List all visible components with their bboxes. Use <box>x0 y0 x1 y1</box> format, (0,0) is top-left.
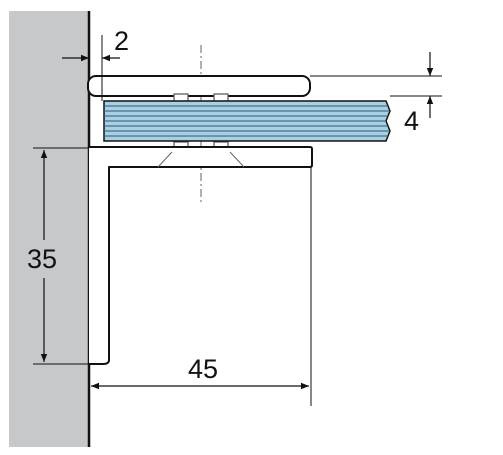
top-clamp-plate <box>87 75 311 97</box>
screw-countersink <box>157 151 245 168</box>
dimension-label-height: 35 <box>27 244 57 274</box>
dimension-thickness: 4 <box>310 52 442 136</box>
dimension-depth: 45 <box>91 167 312 406</box>
glass-pane <box>103 100 391 142</box>
bracket-body <box>89 146 313 365</box>
dimension-height: 35 <box>27 147 89 365</box>
wall <box>9 11 89 447</box>
dimension-label-gap: 2 <box>114 26 129 56</box>
dimension-label-depth: 45 <box>188 354 218 384</box>
dimension-label-thickness: 4 <box>404 106 419 136</box>
dimension-gap: 2 <box>62 26 129 101</box>
